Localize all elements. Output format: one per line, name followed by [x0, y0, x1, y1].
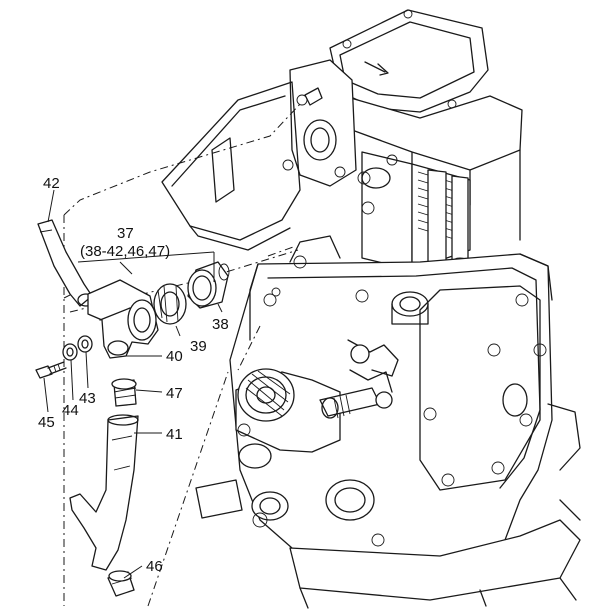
part-41-lower-hose [69, 414, 139, 571]
part-39-threaded-adaptor [153, 283, 187, 325]
part-43-washer [77, 335, 93, 353]
injection-pump [235, 368, 393, 453]
part-46-hose-clamp [107, 570, 135, 597]
callout-43: 43 [79, 390, 96, 407]
part-38-ring-sleeve [187, 261, 230, 309]
callout-40: 40 [166, 348, 183, 365]
engine-block [161, 9, 581, 609]
callout-37-includes: (38-42,46,47) [80, 243, 170, 260]
callout-44: 44 [62, 402, 79, 419]
leader-lines [43, 189, 223, 579]
part-40-elbow-fitting [87, 279, 159, 359]
callout-46: 46 [146, 558, 163, 575]
part-44-washer [62, 343, 78, 361]
callout-41: 41 [166, 426, 183, 443]
callout-45: 45 [38, 414, 55, 431]
callout-38: 38 [212, 316, 229, 333]
part-42-upper-hose [37, 219, 95, 307]
part-47-hose-clamp [111, 378, 137, 407]
part-45-bolt [35, 361, 67, 379]
callout-39: 39 [190, 338, 207, 355]
callout-37: 37 [117, 225, 134, 242]
callout-42: 42 [43, 175, 60, 192]
callout-labels: 42 37 (38-42,46,47) 38 39 40 47 41 43 44… [38, 175, 229, 575]
callout-47: 47 [166, 385, 183, 402]
